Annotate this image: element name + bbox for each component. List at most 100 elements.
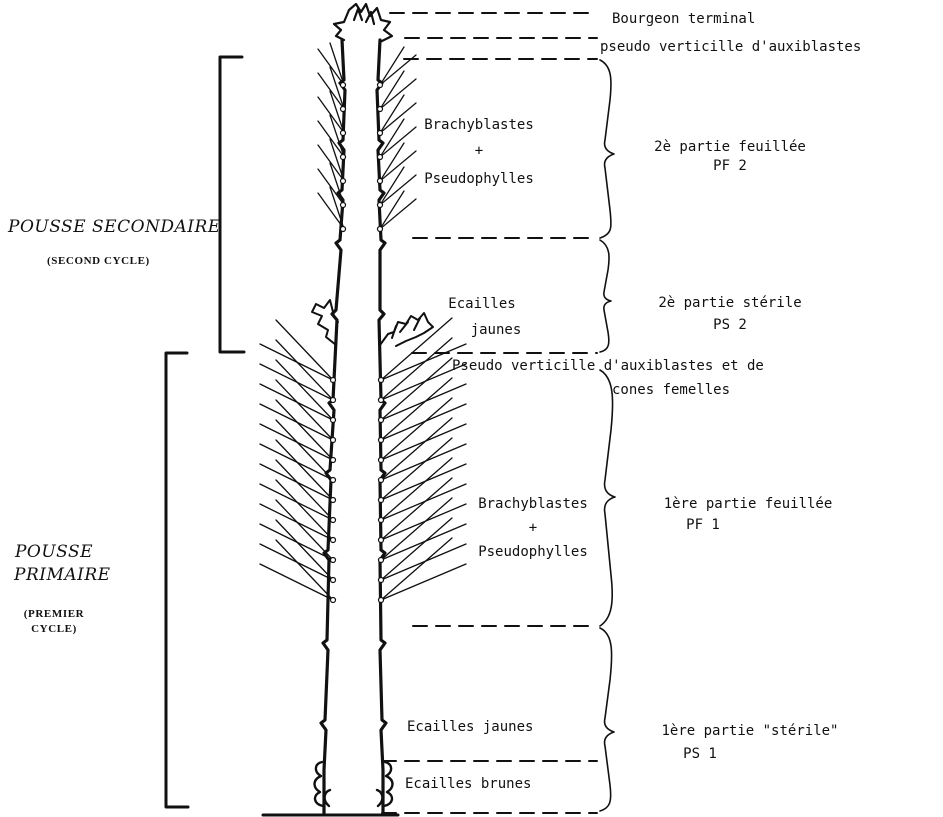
fascicle-node	[331, 478, 336, 483]
needle	[381, 518, 452, 580]
ecailles-jaunes-2-line1: Ecailles	[432, 296, 532, 312]
brachyblastes-2-line3: Pseudophylles	[414, 171, 544, 187]
main-stem	[321, 40, 386, 814]
needle	[381, 378, 452, 440]
ps1-label-line1: 1ère partie "stérile"	[630, 723, 870, 739]
pf1-label-line2: PF 1	[628, 517, 778, 533]
needle	[276, 440, 333, 500]
fascicle-node	[378, 155, 383, 160]
pf2-label-line1: 2è partie feuillée	[630, 139, 830, 155]
needle	[380, 47, 404, 85]
fascicle-node	[341, 107, 346, 112]
pf2-label-line2: PF 2	[630, 158, 830, 174]
needle	[380, 95, 404, 133]
fascicle-node	[379, 518, 384, 523]
fascicle-node	[379, 398, 384, 403]
fascicle-node	[331, 578, 336, 583]
fascicle-node	[378, 179, 383, 184]
needle	[276, 480, 333, 540]
zone-braces	[600, 60, 615, 811]
needle	[276, 420, 333, 480]
needle	[318, 73, 344, 109]
secondary-cycle-bracket	[220, 57, 244, 352]
fascicle-node	[378, 227, 383, 232]
needle	[381, 498, 452, 560]
pseudo-verticille-top-label: pseudo verticille d'auxiblastes	[600, 39, 861, 55]
fascicle-node	[341, 203, 346, 208]
primary-shoot-title-line2: PRIMAIRE	[14, 565, 94, 585]
terminal-bud	[334, 4, 392, 42]
brachyblastes-1-line2: +	[467, 520, 599, 536]
needle	[381, 398, 452, 460]
fascicle-node	[379, 558, 384, 563]
pseudo-verticille-mid-line1: Pseudo verticille d'auxiblastes et de	[452, 358, 764, 374]
fascicle-node	[331, 498, 336, 503]
fascicle-node	[341, 131, 346, 136]
fascicle-node	[379, 458, 384, 463]
needle	[381, 358, 452, 420]
needle	[380, 191, 404, 229]
needle	[276, 520, 333, 580]
fascicle-node	[341, 179, 346, 184]
needle	[381, 478, 452, 540]
needle	[276, 540, 333, 600]
ecailles-brunes-label: Ecailles brunes	[405, 776, 531, 792]
fascicle-nodes	[331, 83, 384, 603]
needle	[276, 340, 333, 400]
brachyblastes-1-line3: Pseudophylles	[467, 544, 599, 560]
fascicle-node	[379, 478, 384, 483]
brown-scales	[315, 762, 393, 806]
ps2-label-line1: 2è partie stérile	[630, 295, 830, 311]
needle	[276, 360, 333, 420]
fascicle-node	[331, 598, 336, 603]
needle	[318, 97, 344, 133]
brachyblastes-1-line1: Brachyblastes	[467, 496, 599, 512]
fascicle-node	[331, 518, 336, 523]
fascicle-node	[378, 107, 383, 112]
fascicle-node	[378, 83, 383, 88]
needle	[381, 338, 452, 400]
needle	[380, 119, 404, 157]
needle	[381, 318, 452, 380]
needle	[276, 400, 333, 460]
needle	[318, 169, 344, 205]
fascicle-node	[331, 458, 336, 463]
fascicle-node	[379, 598, 384, 603]
fascicle-node	[378, 203, 383, 208]
needle	[380, 143, 404, 181]
fascicle-node	[331, 418, 336, 423]
secondary-cycle-label: (SECOND CYCLE)	[47, 255, 150, 267]
needle	[381, 458, 452, 520]
needle	[380, 71, 404, 109]
primary-cycle-bracket	[166, 353, 188, 807]
needle	[330, 91, 344, 133]
brachyblastes-2-line2: +	[414, 143, 544, 159]
needle	[381, 418, 452, 480]
ecailles-jaunes-1-label: Ecailles jaunes	[407, 719, 533, 735]
fascicle-node	[379, 538, 384, 543]
fascicle-node	[379, 418, 384, 423]
fascicle-node	[379, 498, 384, 503]
ecailles-jaunes-2-line2: jaunes	[446, 322, 546, 338]
fascicle-node	[341, 83, 346, 88]
primary-cycle-label-line2: CYCLE)	[14, 623, 94, 635]
auxiblast-buds	[312, 300, 433, 346]
pseudo-verticille-mid-line2: cones femelles	[612, 382, 730, 398]
needle	[318, 121, 344, 157]
bourgeon-terminal-label: Bourgeon terminal	[612, 11, 755, 27]
fascicle-node	[331, 438, 336, 443]
fascicle-node	[331, 378, 336, 383]
zone-separators	[382, 13, 597, 813]
fascicle-node	[331, 558, 336, 563]
needle	[380, 167, 404, 205]
needle	[381, 438, 452, 500]
pf1-label-line1: 1ère partie feuillée	[628, 496, 868, 512]
needle	[318, 49, 344, 85]
primary-shoot-title-line1: POUSSE	[14, 542, 94, 562]
fascicle-node	[331, 398, 336, 403]
fascicle-node	[341, 227, 346, 232]
primary-cycle-label-line1: (PREMIER	[14, 608, 94, 620]
secondary-shoot-title: POUSSE SECONDAIRE	[8, 217, 221, 237]
fascicle-node	[341, 155, 346, 160]
fascicle-node	[379, 378, 384, 383]
